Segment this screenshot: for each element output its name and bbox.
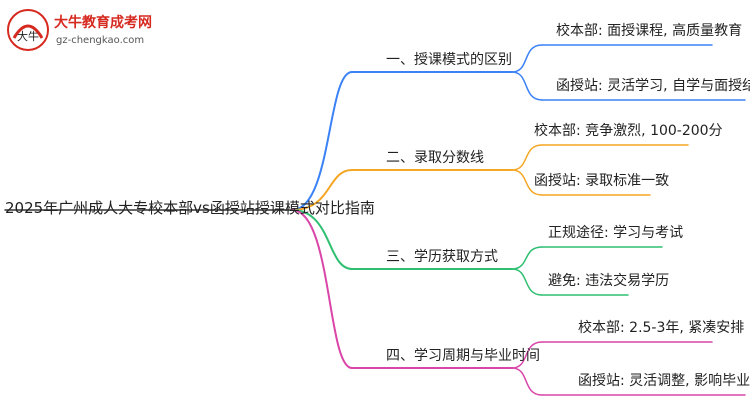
site-logo[interactable]: 大牛 大牛教育成考网 gz-chengkao.com [6,8,176,54]
branch-label-study-duration: 四、学习周期与毕业时间 [386,348,540,364]
leaf-3-0: 校本部: 2.5-3年, 紧凑安排 [578,320,745,336]
branch-label-teaching-mode: 一、授课模式的区别 [386,52,512,68]
leaf-connector [511,268,543,296]
leaf-1-1: 函授站: 录取标准一致 [534,173,670,189]
leaf-3-1: 函授站: 灵活调整, 影响毕业时间 [578,373,750,389]
leaf-connector [511,246,543,270]
branch-label-degree-path: 三、学历获取方式 [386,249,498,265]
leaf-connector [511,341,543,369]
branch-connector [291,209,353,369]
leaf-connector [511,44,543,73]
svg-text:大牛: 大牛 [17,29,39,43]
leaf-connector [511,367,543,396]
leaf-connector [511,144,543,171]
leaf-1-0: 校本部: 竞争激烈, 100-200分 [534,123,723,139]
branch-label-admission-score: 二、录取分数线 [386,150,484,166]
leaf-0-0: 校本部: 面授课程, 高质量教育 [556,23,743,39]
logo-name: 大牛教育成考网 [54,15,152,31]
branch-connector [291,71,353,211]
root-topic: 2025年广州成人大专校本部vs函授站授课模式对比指南 [5,199,375,217]
leaf-0-1: 函授站: 灵活学习, 自学与面授结合 [556,78,750,94]
branch-connector [291,169,353,211]
leaf-2-1: 避免: 违法交易学历 [548,273,670,289]
leaf-2-0: 正规途径: 学习与考试 [548,225,684,241]
logo-url: gz-chengkao.com [56,35,145,46]
leaf-connector [511,71,543,101]
leaf-connector [511,169,543,196]
logo-badge-icon: 大牛 [7,9,49,51]
branch-connector [291,209,353,270]
